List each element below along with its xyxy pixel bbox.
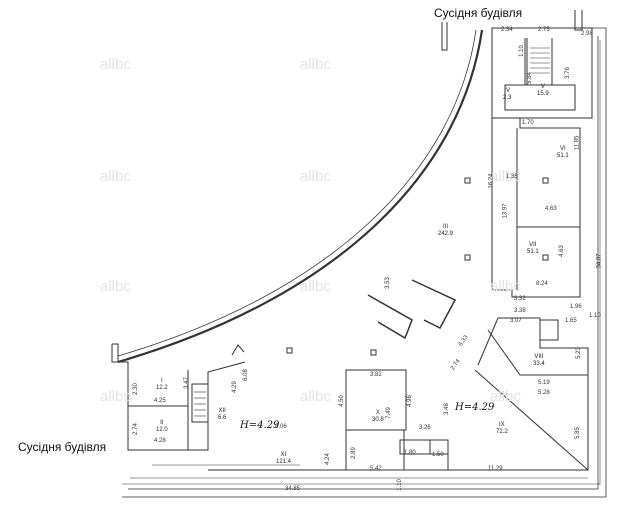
dimension-label: 5.85 (574, 427, 581, 439)
dimension-label: 34.87 (596, 253, 603, 269)
dimension-label: 3.47 (183, 377, 190, 389)
dimension-label: 5.23 (575, 347, 582, 359)
dimension-label: 8.06 (275, 424, 287, 430)
dimension-label: 2.89 (350, 447, 357, 459)
outer-boundary (122, 27, 607, 498)
dimension-label: 1.50 (432, 452, 444, 458)
dimension-label: 5.28 (538, 390, 550, 396)
dimension-label: 8.24 (536, 281, 548, 287)
outer-boundary-inner (128, 36, 599, 490)
neighbor-building-top-label: Сусідня будівля (434, 6, 523, 20)
wall-left-rooms (111, 344, 246, 451)
watermark: allbc (490, 388, 521, 405)
dimension-label: 3.53 (384, 277, 391, 289)
watermark: allbc (490, 168, 521, 185)
dimension-label: 4.63 (545, 206, 557, 212)
room-iv-v-block (504, 84, 576, 111)
dimension-label: 4.50 (338, 395, 345, 407)
dimension-label: 2.74 (132, 423, 139, 435)
dimension-label: 4.96 (406, 395, 413, 407)
watermark: allbc (300, 168, 331, 185)
dimension-label: 3.32 (514, 296, 526, 302)
dimension-label: 1.96 (570, 304, 582, 310)
dimension-label: 2.73 (538, 27, 550, 33)
dimension-label: 3.26 (419, 425, 431, 431)
top-service-block (491, 27, 593, 119)
dimension-label: 2.30 (132, 383, 139, 395)
curved-facade-inner (117, 29, 477, 357)
dimension-label: 1.10 (396, 479, 403, 491)
dimension-label: 1.10 (518, 45, 525, 57)
dimension-label: 7.49 (385, 407, 392, 419)
dimension-label: 16.24 (488, 173, 495, 189)
watermark: allbc (100, 168, 131, 185)
wall-vi-vii (491, 118, 581, 298)
dimension-label: 1.35 (506, 174, 518, 180)
neighbor-wall-left (112, 343, 119, 362)
ceiling-height-label: Н=4.29 (240, 420, 280, 431)
dimension-label: 3.48 (443, 403, 450, 415)
ceiling-height-label: Н=4.29 (455, 402, 495, 413)
dimension-label: 3.38 (514, 308, 526, 314)
dimension-label: 4.25 (154, 398, 166, 404)
dimension-label: 3.07 (510, 318, 522, 324)
watermark: allbc (300, 278, 331, 295)
neighbor-wall-top-left (441, 22, 448, 51)
dimension-label: 1.10 (589, 313, 601, 319)
dimension-label: 13.97 (502, 203, 509, 219)
watermark: allbc (490, 278, 521, 295)
dimension-label: 1.80 (404, 450, 416, 456)
room-x-wall (345, 369, 407, 431)
dimension-label: 4.63 (558, 245, 565, 257)
dimension-label: 5.84 (526, 72, 533, 84)
dimension-label: 4.29 (231, 381, 238, 393)
dimension-label: 5.19 (538, 380, 550, 386)
curved-facade (117, 29, 484, 364)
dimension-label: 2.98 (581, 31, 593, 37)
room-xii-stair (191, 383, 209, 423)
dimension-label: 5.42 (370, 466, 382, 472)
dimension-label: 4.28 (154, 438, 166, 444)
dimension-label: 2.34 (501, 27, 513, 33)
dimension-label: 3.76 (564, 67, 571, 79)
watermark: allbc (100, 56, 131, 73)
dimension-label: 11.29 (488, 466, 503, 472)
dimension-label: 11.85 (574, 135, 581, 151)
dimension-label: 4.24 (324, 453, 331, 465)
watermark: allbc (300, 388, 331, 405)
neighbor-building-left-label: Сусідня будівля (18, 440, 107, 454)
dimension-label: 1.65 (565, 318, 577, 324)
watermark: allbc (100, 278, 131, 295)
neighbor-wall-top-right (574, 10, 583, 31)
dimension-label: 1.70 (522, 120, 534, 126)
dimension-label: 3.82 (370, 372, 382, 378)
central-pillar-structure (367, 294, 413, 340)
watermark: allbc (300, 56, 331, 73)
dimension-label: 6.08 (242, 369, 249, 381)
watermark: allbc (100, 388, 131, 405)
dimension-label: 34.85 (285, 486, 301, 492)
